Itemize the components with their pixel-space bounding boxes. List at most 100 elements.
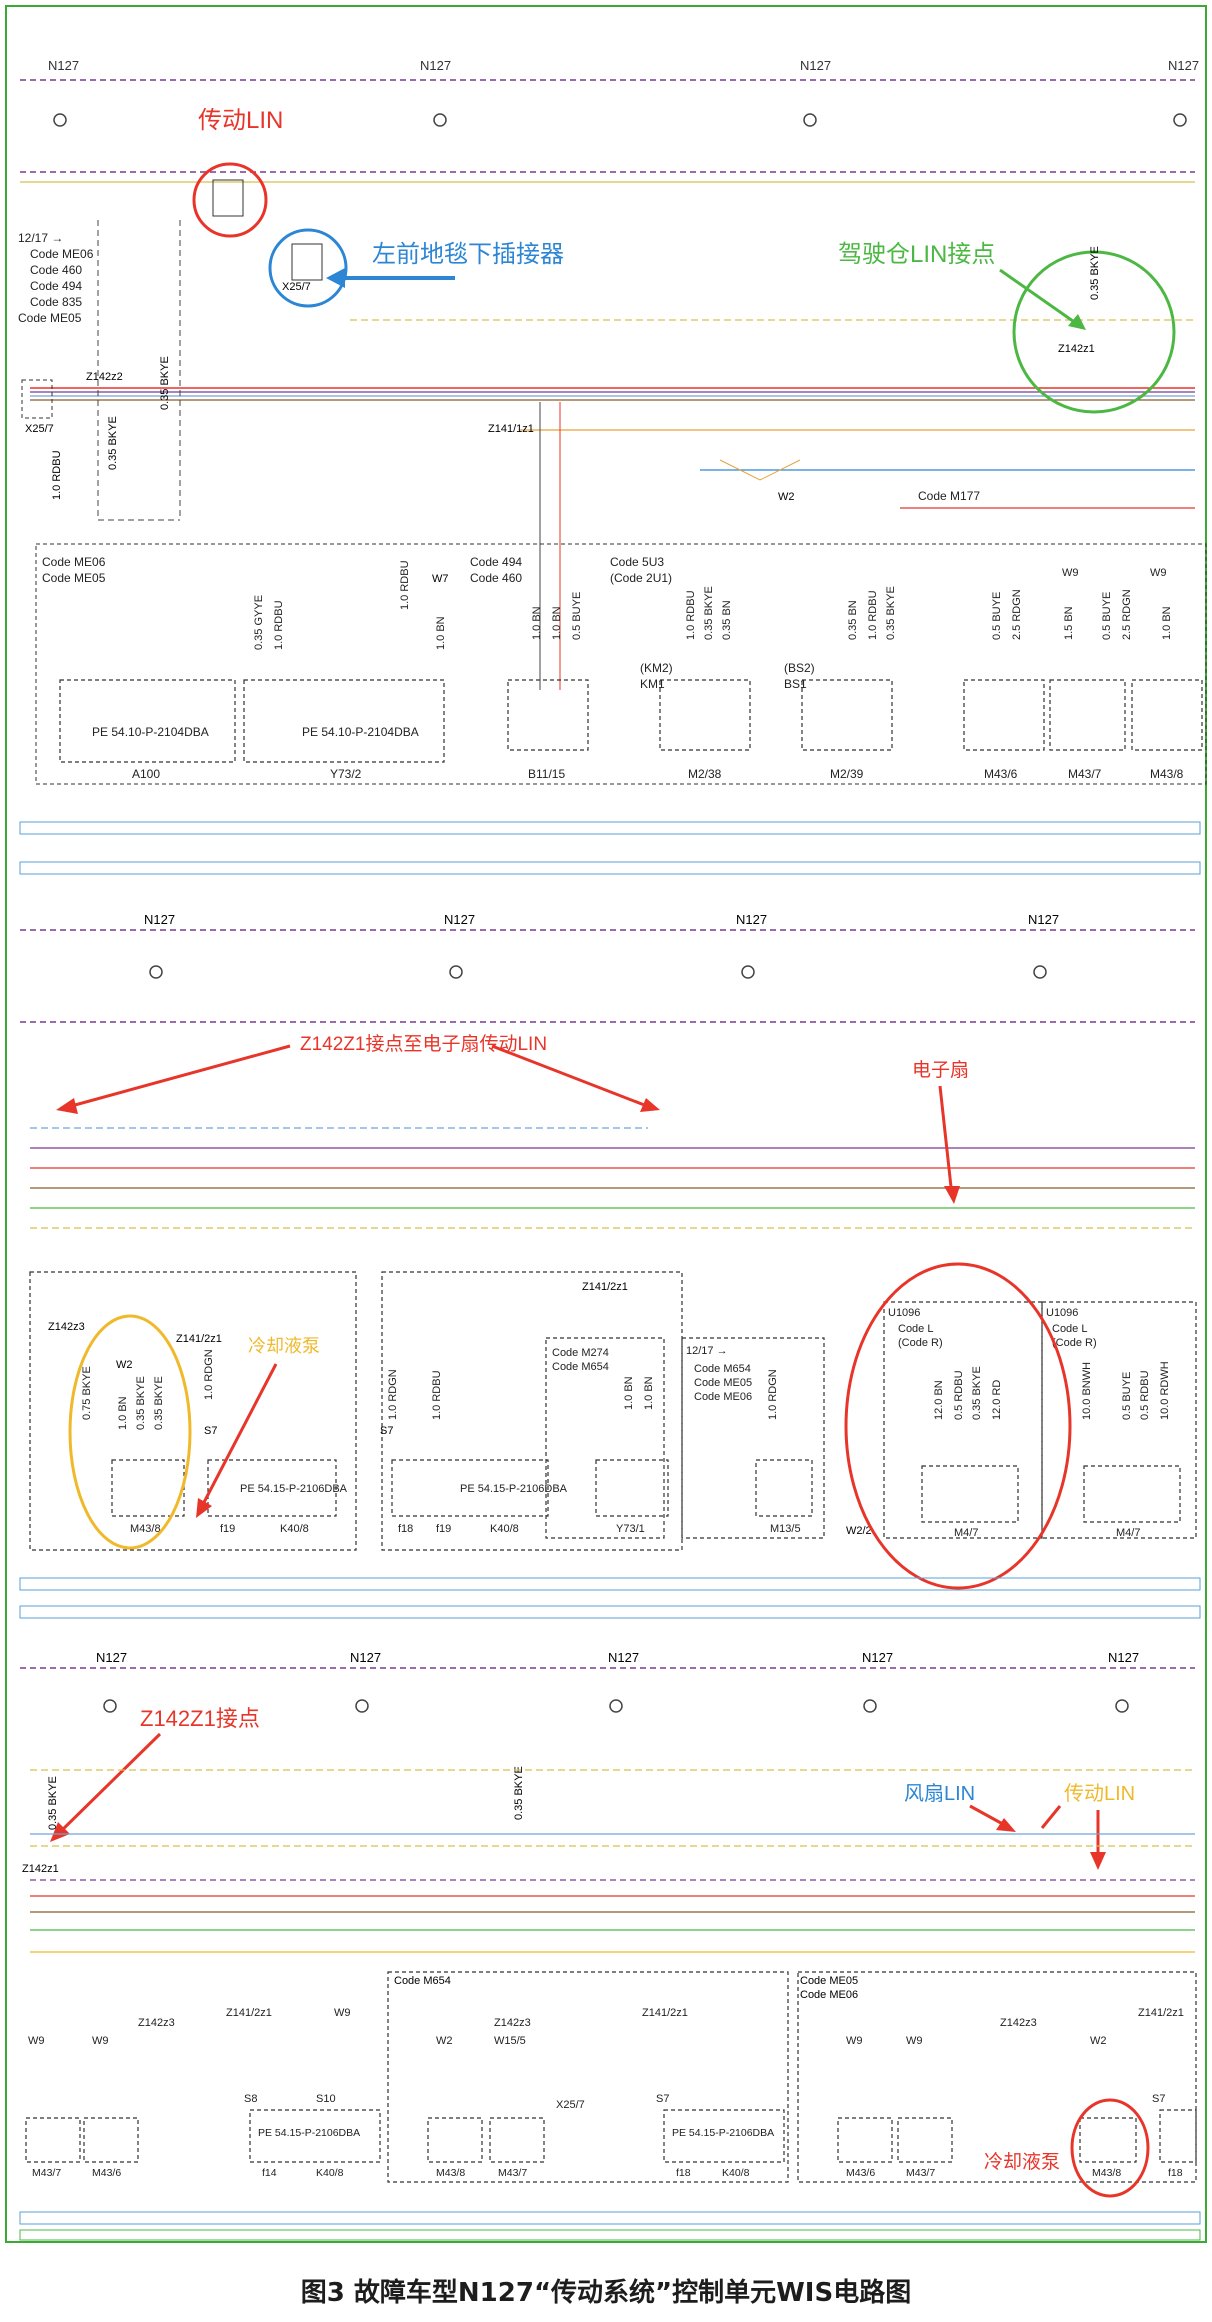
component-label: M2/38 [688,767,722,781]
component-label: M43/8 [130,1523,161,1535]
fuse-label: S7 [204,1425,217,1437]
fuse-label: S7 [656,2093,669,2105]
ground-icon [1033,965,1047,979]
ground-icon [355,1699,369,1713]
component-y73-2 [243,679,445,763]
fuse-label: f18 [1168,2167,1183,2179]
wire-label: 1.0 BN [531,606,543,640]
code-label: Code ME05 [800,1975,858,1987]
ground-icon [741,965,755,979]
component-label: M43/7 [1068,767,1102,781]
splice-label: W9 [1062,567,1079,579]
component-label: M43/7 [498,2167,527,2179]
ground-icon [609,1699,623,1713]
component-m43-8 [1131,679,1203,751]
wire-label: 0.35 BKYE [1089,246,1101,300]
drive-lin-circle [192,162,268,238]
wire-label: 1.0 BN [117,1396,129,1430]
wire-label: 0.35 BKYE [513,1766,525,1820]
wire-label: 0.5 RDBU [1139,1370,1151,1420]
wire-label: 1.0 RDBU [431,1370,443,1420]
component-m2-38 [659,679,751,751]
annotation-drive-lin-2: 传动LIN [1064,1782,1135,1805]
component-tag: (KM2) [640,661,673,675]
code-label: Code M177 [918,489,980,503]
splice-label: W2 [436,2035,453,2047]
ground-icon [449,965,463,979]
ground-icon [1173,113,1187,127]
wire-label: 0.5 RDBU [953,1370,965,1420]
code-label: Code 494 [470,555,522,569]
splice-label: W2 [1090,2035,1107,2047]
wire-label: 1.0 RDBU [399,560,411,610]
code-label: Code ME06 [800,1989,858,2001]
fuse-label: f19 [436,1523,451,1535]
ground-icon [103,1699,117,1713]
wire-label: 12.0 BN [933,1380,945,1420]
ground-icon [433,113,447,127]
splice-label: W9 [92,2035,109,2047]
fuse-label: f18 [398,1523,413,1535]
component-tag: (BS2) [784,661,815,675]
ground-icon [863,1699,877,1713]
splice-label: Z141/1z1 [488,423,534,435]
component-label: M43/8 [1150,767,1184,781]
wire-label: 1.0 RDBU [685,590,697,640]
sheet-label: N127 [96,1650,127,1665]
code-label: Code L [1052,1323,1087,1335]
wire-label: 1.0 BN [551,606,563,640]
fuse-label: f14 [262,2167,277,2179]
wire-label: 0.35 BKYE [703,586,715,640]
component-label: B11/15 [528,767,565,781]
splice-label: W9 [28,2035,45,2047]
splice-label: Z141/2z1 [226,2007,272,2019]
code-label: (Code 2U1) [610,571,672,585]
annotation-z142-point: Z142Z1接点 [140,1706,260,1731]
wire-label: 0.35 GYYE [253,595,265,650]
component-b11-15 [507,679,589,751]
cabin-lin-circle [1012,250,1176,414]
splice-label: Z142z1 [1058,343,1095,355]
ground-icon [803,113,817,127]
wire-label: 0.75 BKYE [81,1366,93,1420]
component-label: M43/6 [92,2167,121,2179]
code-label: Code ME06 [30,247,94,261]
component-part-ref: PE 54.15-P-2106DBA [460,1483,568,1495]
coolant-pump-circle [68,1314,192,1550]
wire-label: 0.35 BKYE [107,416,119,470]
sheet-label: N127 [608,1650,639,1665]
splice-label: W9 [1150,567,1167,579]
code-label: 12/17 → [686,1345,728,1357]
wire-label: 0.5 BUYE [1121,1372,1133,1420]
annotation-drive-lin: 传动LIN [198,107,283,134]
component-part-ref: PE 54.15-P-2106DBA [672,2127,774,2139]
fuse-label: S7 [380,1425,393,1437]
wire-label: 0.35 BKYE [47,1776,59,1830]
connector-label: X25/7 [25,423,54,435]
wire-label: 0.35 BKYE [159,356,171,410]
connector-label: X25/7 [556,2099,585,2111]
component-label: A100 [132,767,160,781]
splice-label: W9 [906,2035,923,2047]
splice-label: Z142z3 [494,2017,531,2029]
wire-label: 1.0 RDBU [867,590,879,640]
component-label: M43/8 [1092,2167,1121,2179]
sheet-label: N127 [736,912,767,927]
component-label: M43/7 [32,2167,61,2179]
wire-label: 1.0 BN [643,1376,655,1410]
annotation-coolant-pump-2: 冷却液泵 [984,2151,1060,2173]
code-label: Code M654 [394,1975,451,1987]
ground-icon [1115,1699,1129,1713]
ground-icon [149,965,163,979]
annotation-z142-to-fan: Z142Z1接点至电子扇传动LIN [300,1033,547,1055]
component-part-ref: PE 54.10-P-2104DBA [302,725,419,739]
code-label: 12/17 → [18,231,63,245]
splice-label: W15/5 [494,2035,526,2047]
annotation-front-connector: 左前地毯下插接器 [372,241,564,268]
fuse-label: f18 [676,2167,691,2179]
wire-label: 0.35 BKYE [153,1376,165,1430]
component-a100 [59,679,236,763]
splice-label: W9 [846,2035,863,2047]
wire-label: 2.5 RDGN [1011,589,1023,640]
code-label: U1096 [1046,1307,1078,1319]
